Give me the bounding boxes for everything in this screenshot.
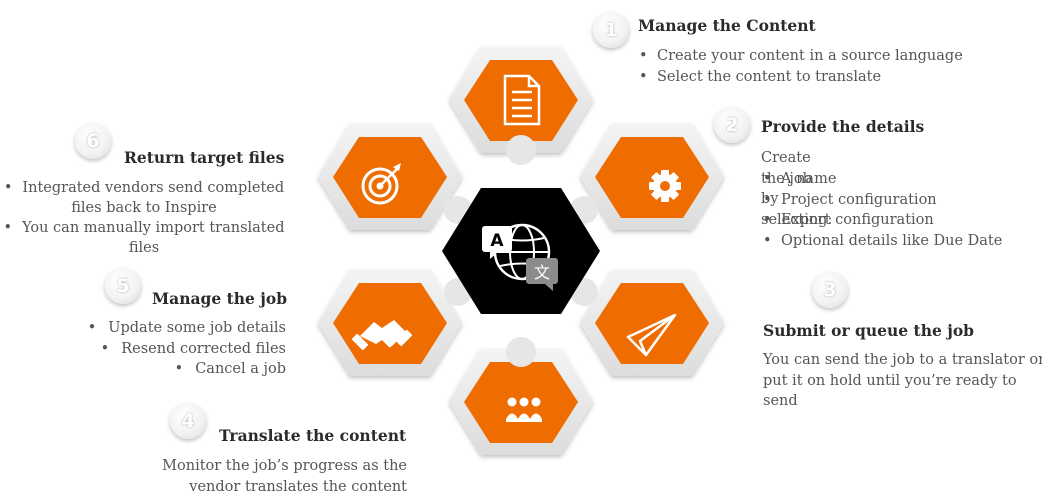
step-5-bullet: Cancel a job — [40, 359, 286, 380]
step-2-number: 2 — [714, 107, 750, 143]
step-6-title: Return target files — [124, 148, 285, 167]
gear-icon — [649, 170, 681, 202]
step-6-number: 6 — [75, 123, 111, 159]
step-3-text-line: You can send the job to a translator or — [763, 352, 1042, 368]
step-2-bullet: Optional details like Due Date — [761, 231, 1002, 252]
step-1-number: 1 — [593, 12, 629, 48]
glyph-a: A — [490, 231, 504, 251]
step-2-bullet: Export configuration — [761, 210, 1002, 231]
document-icon — [503, 74, 541, 126]
step-5-bullet: Resend corrected files — [40, 339, 286, 360]
translate-globe-icon: A 文 — [482, 223, 558, 291]
handshake-icon — [351, 320, 413, 352]
hex-step-3 — [595, 283, 709, 364]
step-1-title: Manage the Content — [638, 16, 816, 35]
step-5-title: Manage the job — [152, 289, 288, 308]
team-icon — [506, 397, 542, 422]
step-2-title: Provide the details — [761, 117, 925, 136]
step-6-bullet-cont: files back to Inspire — [71, 200, 217, 216]
step-1-bullet: Select the content to translate — [637, 67, 963, 88]
glyph-b: 文 — [534, 263, 550, 282]
target-icon — [361, 163, 401, 205]
paper-plane-icon — [626, 313, 677, 357]
step-4-text-line: vendor translates the content — [189, 478, 407, 495]
step-3-text-line: put it on hold until you’re ready to — [763, 372, 1017, 389]
step-4-title: Translate the content — [219, 426, 407, 445]
step-5-bullet: Update some job details — [40, 318, 286, 339]
step-1-bullet: Create your content in a source language — [637, 46, 963, 67]
step-3-title: Submit or queue the job — [763, 321, 975, 340]
step-6-bullet: Integrated vendors send completed — [22, 180, 285, 196]
step-6-bullet-cont: files — [128, 240, 160, 256]
step-4-number: 4 — [170, 403, 206, 439]
step-3-text-line: send — [763, 393, 798, 409]
step-6-bullet: You can manually import translated — [22, 220, 285, 236]
step-5-number: 5 — [105, 268, 141, 304]
step-3-number: 3 — [812, 272, 848, 308]
step-2-bullet: Project configuration — [761, 190, 1002, 211]
step-2-bullet: A name — [761, 169, 1002, 190]
step-4-text-line: Monitor the job’s progress as the — [162, 458, 407, 474]
